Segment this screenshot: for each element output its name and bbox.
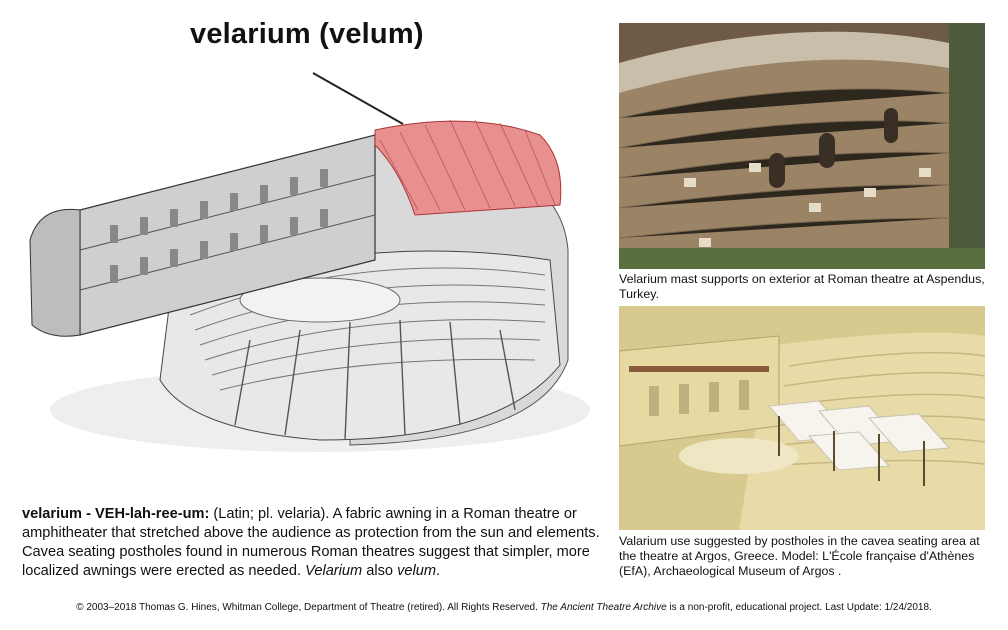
definition-alt-term: Velarium xyxy=(305,563,363,579)
footer-prefix: © 2003–2018 Thomas G. Hines, Whitman Col… xyxy=(76,602,541,613)
definition-end: . xyxy=(436,563,441,579)
page-title: velarium (velum) xyxy=(190,18,424,50)
definition-alt-term-2: velum xyxy=(397,563,437,579)
definition-text: (Latin; pl. velaria). A fabric awning in… xyxy=(22,506,600,579)
aspendus-wall-photo xyxy=(619,23,985,269)
aspendus-caption: Velarium mast supports on exterior at Ro… xyxy=(619,272,985,301)
argos-caption: Valarium use suggested by postholes in t… xyxy=(619,534,980,578)
theatre-cutaway-illustration xyxy=(29,119,590,452)
argos-model-photo xyxy=(619,306,985,530)
copyright-footer: © 2003–2018 Thomas G. Hines, Whitman Col… xyxy=(0,602,1008,613)
pointer-line xyxy=(312,72,404,125)
footer-archive-name: The Ancient Theatre Archive xyxy=(540,602,667,613)
definition-paragraph: velarium - VEH-lah-ree-um: (Latin; pl. v… xyxy=(22,505,610,581)
definition-term: velarium - VEH-lah-ree-um: xyxy=(22,506,210,522)
footer-suffix: is a non-profit, educational project. La… xyxy=(666,602,932,613)
definition-alt-connector: also xyxy=(362,563,398,579)
